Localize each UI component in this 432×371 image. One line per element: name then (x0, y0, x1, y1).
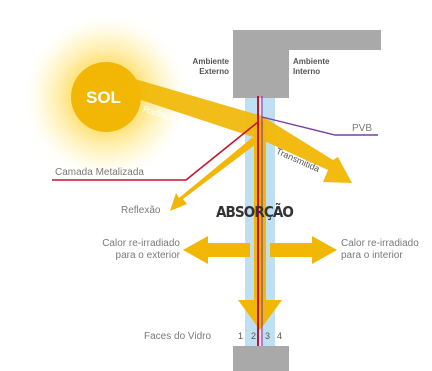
ambient-internal-line1: Ambiente (293, 57, 330, 66)
ambient-external-line1: Ambiente (192, 57, 229, 66)
ambient-internal-label: Ambiente Interno (293, 57, 329, 77)
metallic-layer-pointer (52, 121, 259, 181)
face-number-4: 4 (277, 331, 283, 341)
heat-exterior-arrow (183, 236, 250, 264)
window-frame-top (233, 30, 381, 98)
ambient-external-line2: Externo (199, 67, 229, 76)
heat-interior-arrow (270, 236, 337, 264)
reflection-label: Reflexão (121, 205, 161, 216)
absorption-arrow (238, 120, 282, 330)
transmitted-arrow (262, 116, 352, 183)
face-number-1: 1 (238, 331, 244, 341)
face-number-3: 3 (265, 331, 271, 341)
glass-faces-label: Faces do Vidro (144, 331, 212, 342)
pvb-label: PVB (352, 123, 373, 134)
incident-radiation-beam (120, 79, 262, 140)
reradiated-interior-label: Calor re-irradiado para o interior (341, 238, 419, 262)
reradiated-interior-line1: Calor re-irradiado (341, 238, 419, 249)
window-frame-bottom (233, 346, 289, 371)
reradiated-exterior-line1: Calor re-irradiado (102, 238, 180, 249)
reflection-arrow (170, 137, 256, 211)
metallic-layer-label: Camada Metalizada (55, 167, 144, 178)
ambient-internal-line2: Interno (293, 67, 321, 76)
reradiated-exterior-label: Calor re-irradiado para o exterior (82, 238, 180, 262)
sun-disc (71, 62, 141, 132)
reradiated-interior-line2: para o interior (341, 250, 403, 261)
face-number-2: 2 (251, 331, 257, 341)
sun-label: SOL (86, 88, 121, 107)
ambient-external-label: Ambiente Externo (185, 57, 229, 77)
pvb-pointer (261, 116, 378, 136)
reradiated-exterior-line2: para o exterior (115, 250, 180, 261)
absorption-label: ABSORÇÃO (216, 203, 294, 221)
